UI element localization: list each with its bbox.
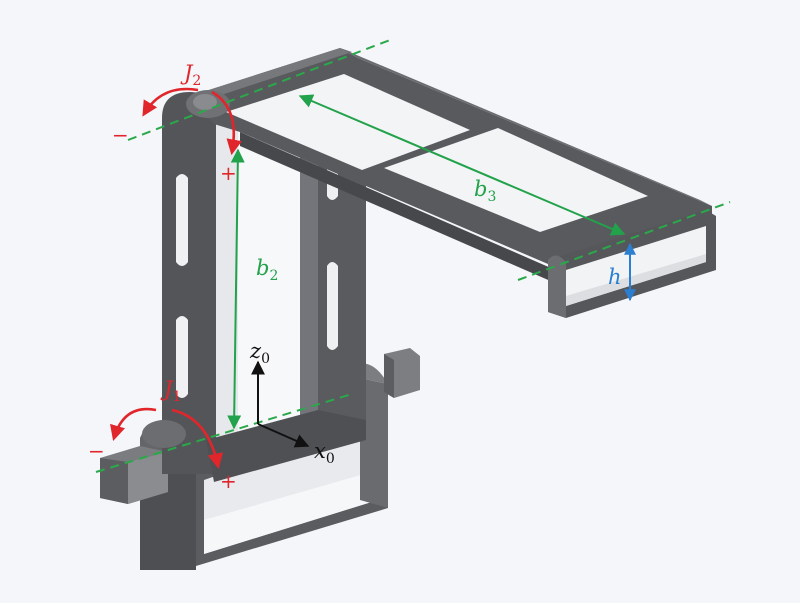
h-label: h	[608, 265, 622, 289]
j2-plus-sign: +	[220, 161, 237, 185]
b3-label: b3	[474, 177, 496, 205]
j2-label: J2	[180, 61, 201, 89]
j1-plus-sign: +	[220, 469, 237, 493]
b2-label: b2	[256, 256, 278, 284]
j1-rotation-arrows: J1 − +	[88, 377, 237, 493]
bottom-joint-hub	[142, 420, 186, 448]
j1-label: J1	[160, 377, 181, 405]
bottom-shaft	[100, 348, 420, 504]
z0-label: z0	[249, 339, 270, 367]
base-coordinate-frame: z0 x0	[249, 339, 335, 467]
j2-minus-sign: −	[112, 123, 129, 147]
b2-dimension-arrow	[227, 148, 245, 430]
b3-dimension-arrow	[298, 94, 626, 236]
x0-axis-arrow	[257, 423, 310, 448]
lower-crossbar	[206, 410, 366, 482]
j1-minus-sign: −	[88, 439, 105, 463]
x0-label: x0	[314, 439, 335, 467]
left-vertical-link	[162, 92, 238, 474]
end-axis-line	[517, 201, 731, 281]
j2-rotation-arrows: J2 − +	[112, 61, 242, 185]
joint2-axis-line	[127, 39, 391, 141]
top-joint-hub	[186, 90, 230, 118]
